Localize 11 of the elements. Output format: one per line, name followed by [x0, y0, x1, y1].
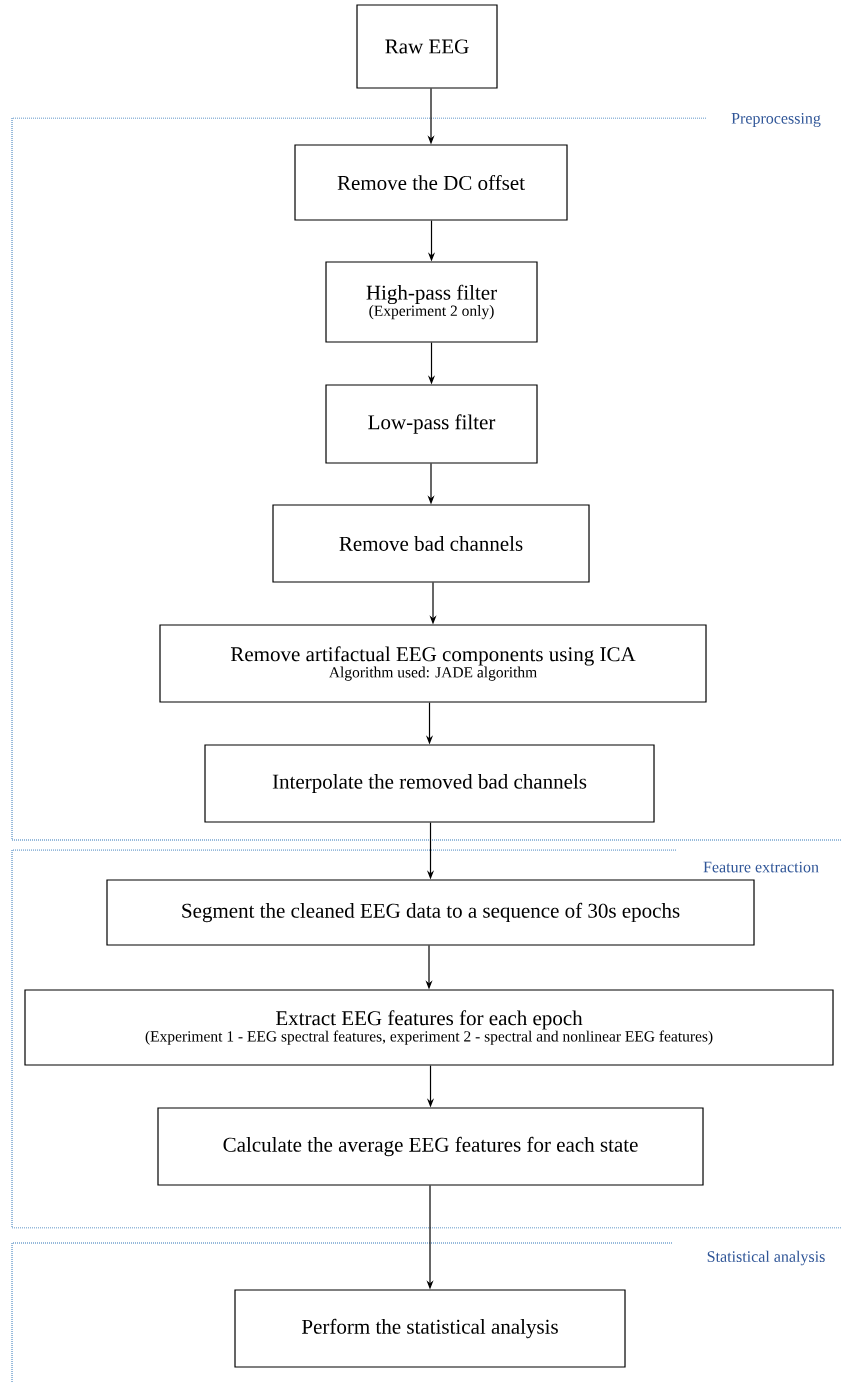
- process-box: High-pass filter (Experiment 2 only): [325, 261, 538, 343]
- process-box: Extract EEG features for each epoch (Experiment 1 - EEG spectral features, experiment 2 - spectral and nonlinear EEG features): [24, 989, 834, 1066]
- process-box: Calculate the average EEG features for each state: [157, 1107, 704, 1186]
- process-box: Remove the DC offset: [294, 144, 568, 221]
- process-box: Remove bad channels: [272, 504, 590, 583]
- process-box: Interpolate the removed bad channels: [204, 744, 655, 823]
- process-box: Low-pass filter: [325, 384, 538, 464]
- process-box: Remove artifactual EEG components using ICA Algorithm used: JADE algorithm: [159, 624, 707, 703]
- process-box: Perform the statistical analysis: [234, 1289, 626, 1368]
- process-box: Segment the cleaned EEG data to a sequence of 30s epochs: [106, 879, 755, 946]
- process-box: Raw EEG: [356, 4, 498, 89]
